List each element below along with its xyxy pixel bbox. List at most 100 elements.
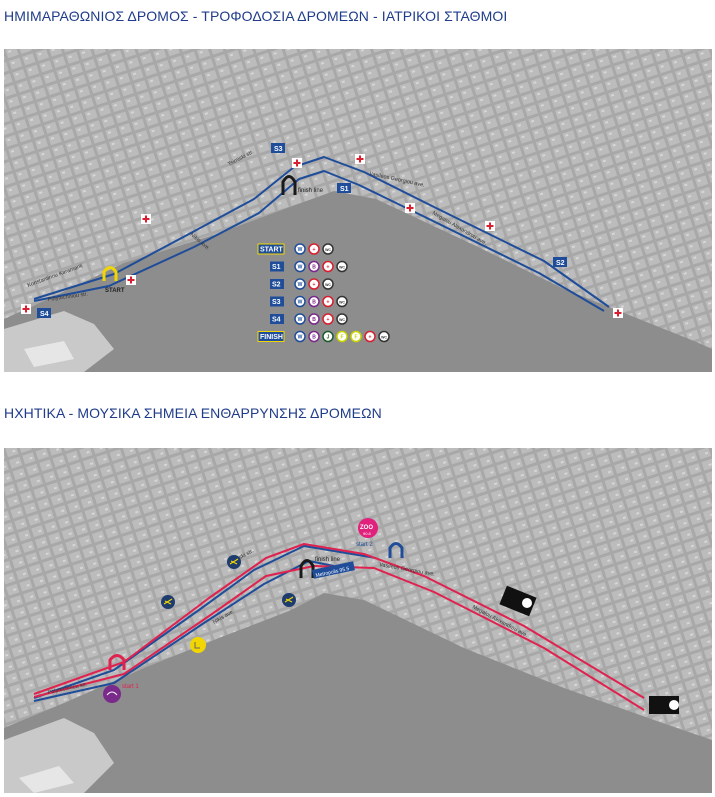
medical-cross-icon[interactable] xyxy=(21,304,31,314)
station-s1[interactable]: S1 xyxy=(337,183,351,193)
legend-service-icon xyxy=(336,295,348,308)
route-map-svg: Tsimiski str. Vasileos Georgiou ave. Meg… xyxy=(4,49,712,372)
station-s4[interactable]: S4 xyxy=(37,308,51,318)
start-1-arch[interactable]: start 1 xyxy=(108,654,139,691)
legend-service-icon-label: W xyxy=(298,265,303,271)
legend-tag-label: S1 xyxy=(272,264,281,271)
legend-tag-label: START xyxy=(260,247,284,254)
medical-cross-icon[interactable] xyxy=(613,308,623,318)
legend-row-start: START W + WC xyxy=(257,243,334,255)
start-arch[interactable]: START xyxy=(102,266,125,295)
music-point-icon[interactable] xyxy=(161,595,175,609)
music-point-icon[interactable] xyxy=(227,555,241,569)
svg-text:START: START xyxy=(105,288,125,294)
legend-service-icon xyxy=(308,295,320,308)
finish-arch[interactable]: finish line xyxy=(299,557,341,578)
music-point-icon[interactable] xyxy=(649,696,679,714)
legend-service-icon xyxy=(322,278,334,290)
station-s3[interactable]: S3 xyxy=(271,143,285,153)
station-s2[interactable]: S2 xyxy=(553,257,567,267)
legend-service-icon xyxy=(378,330,390,343)
svg-text:finish line: finish line xyxy=(298,188,324,194)
legend-service-icon-label: WC xyxy=(325,283,331,287)
legend-service-icon xyxy=(294,278,306,290)
svg-text:finish line: finish line xyxy=(315,557,341,563)
music-points-map[interactable]: Tsimiski str. Vasileos Georgiou ave. Meg… xyxy=(4,448,712,793)
medical-stations xyxy=(21,154,623,318)
route-map[interactable]: Tsimiski str. Vasileos Georgiou ave. Meg… xyxy=(4,49,712,372)
legend-service-icon xyxy=(294,260,306,273)
legend-service-icon xyxy=(322,313,334,325)
legend-service-icon-label: WC xyxy=(325,248,331,252)
music-point-icon[interactable] xyxy=(499,585,537,617)
legend-service-icon-label: B xyxy=(312,265,316,271)
medical-cross-icon[interactable] xyxy=(355,154,365,164)
legend-service-icon xyxy=(322,260,334,273)
legend-service-icon-label: W xyxy=(298,300,303,306)
legend-service-icon-label: B xyxy=(312,300,316,306)
legend-service-icon-label: B xyxy=(312,317,316,323)
legend-service-icon-label: W xyxy=(298,317,303,323)
legend-service-icon xyxy=(336,260,348,273)
medical-cross-icon[interactable] xyxy=(141,214,151,224)
music-points xyxy=(103,555,679,714)
race-route xyxy=(33,156,610,312)
section-title-music: ΗΧΗΤΙΚΑ - ΜΟΥΣΙΚΑ ΣΗΜΕΙΑ ΕΝΘΑΡΡΥΝΣΗΣ ΔΡΟ… xyxy=(4,405,382,421)
legend-service-icon-label: + xyxy=(369,335,372,341)
legend-tag-label: S4 xyxy=(272,317,281,324)
svg-text:90.8: 90.8 xyxy=(363,531,372,536)
legend-service-icon-label: + xyxy=(327,265,330,271)
section-title-route: ΗΜΙΜΑΡΑΘΩΝΙΟΣ ΔΡΟΜΟΣ - ΤΡΟΦΟΔΟΣΙΑ ΔΡΟΜΕΩ… xyxy=(4,8,508,24)
start-2-arch[interactable]: start 2 xyxy=(356,542,404,558)
legend-service-icon xyxy=(294,243,306,255)
music-point-icon[interactable] xyxy=(103,685,121,703)
music-point-icon[interactable] xyxy=(282,593,296,607)
legend-tag-label: S2 xyxy=(272,282,281,289)
svg-text:S2: S2 xyxy=(556,260,565,267)
legend-tag-label: S3 xyxy=(272,299,281,306)
legend-service-icon-label: J xyxy=(327,335,330,341)
legend-service-icon xyxy=(294,295,306,308)
legend-service-icon-label: W xyxy=(298,335,303,341)
legend-service-icon-label: B xyxy=(312,335,316,341)
legend-service-icon xyxy=(308,330,320,343)
legend-service-icon xyxy=(322,243,334,255)
legend-service-icon-label: WC xyxy=(339,266,345,270)
legend-service-icon xyxy=(308,260,320,273)
music-point-icon[interactable] xyxy=(190,637,206,653)
legend-service-icon xyxy=(308,243,320,255)
legend-row-s1: S1 W B + WC xyxy=(270,260,348,273)
legend-row-s2: S2 W + WC xyxy=(270,278,334,290)
legend-service-icon-label: W xyxy=(298,247,303,253)
svg-text:S1: S1 xyxy=(340,186,349,193)
legend-service-icon xyxy=(350,330,362,343)
medical-cross-icon[interactable] xyxy=(126,275,136,285)
legend-service-icon xyxy=(322,330,334,343)
legend-service-icon-label: WC xyxy=(381,336,387,340)
legend-service-icon xyxy=(294,313,306,325)
legend-service-icon xyxy=(322,295,334,308)
zoo-radio-badge[interactable]: ZOO 90.8 xyxy=(358,518,378,538)
medical-cross-icon[interactable] xyxy=(485,221,495,231)
legend-service-icon-label: + xyxy=(313,247,316,253)
medical-cross-icon[interactable] xyxy=(405,203,415,213)
svg-text:S4: S4 xyxy=(40,311,49,318)
music-map-svg: Tsimiski str. Vasileos Georgiou ave. Meg… xyxy=(4,448,712,793)
legend-tag-label: FINISH xyxy=(260,334,283,341)
legend-service-icon-label: + xyxy=(327,317,330,323)
legend-service-icon xyxy=(336,330,348,343)
medical-cross-icon[interactable] xyxy=(292,158,302,168)
sea xyxy=(4,593,712,793)
svg-text:start 2: start 2 xyxy=(356,542,373,548)
legend-service-icon-label: W xyxy=(298,282,303,288)
svg-text:S3: S3 xyxy=(274,146,283,153)
route-5k xyxy=(33,545,377,702)
legend-service-icon xyxy=(308,278,320,290)
finish-arch[interactable]: finish line xyxy=(281,175,324,196)
legend-service-icon-label: F xyxy=(354,335,357,341)
legend-service-icon xyxy=(308,313,320,325)
legend-service-icon-label: + xyxy=(313,282,316,288)
